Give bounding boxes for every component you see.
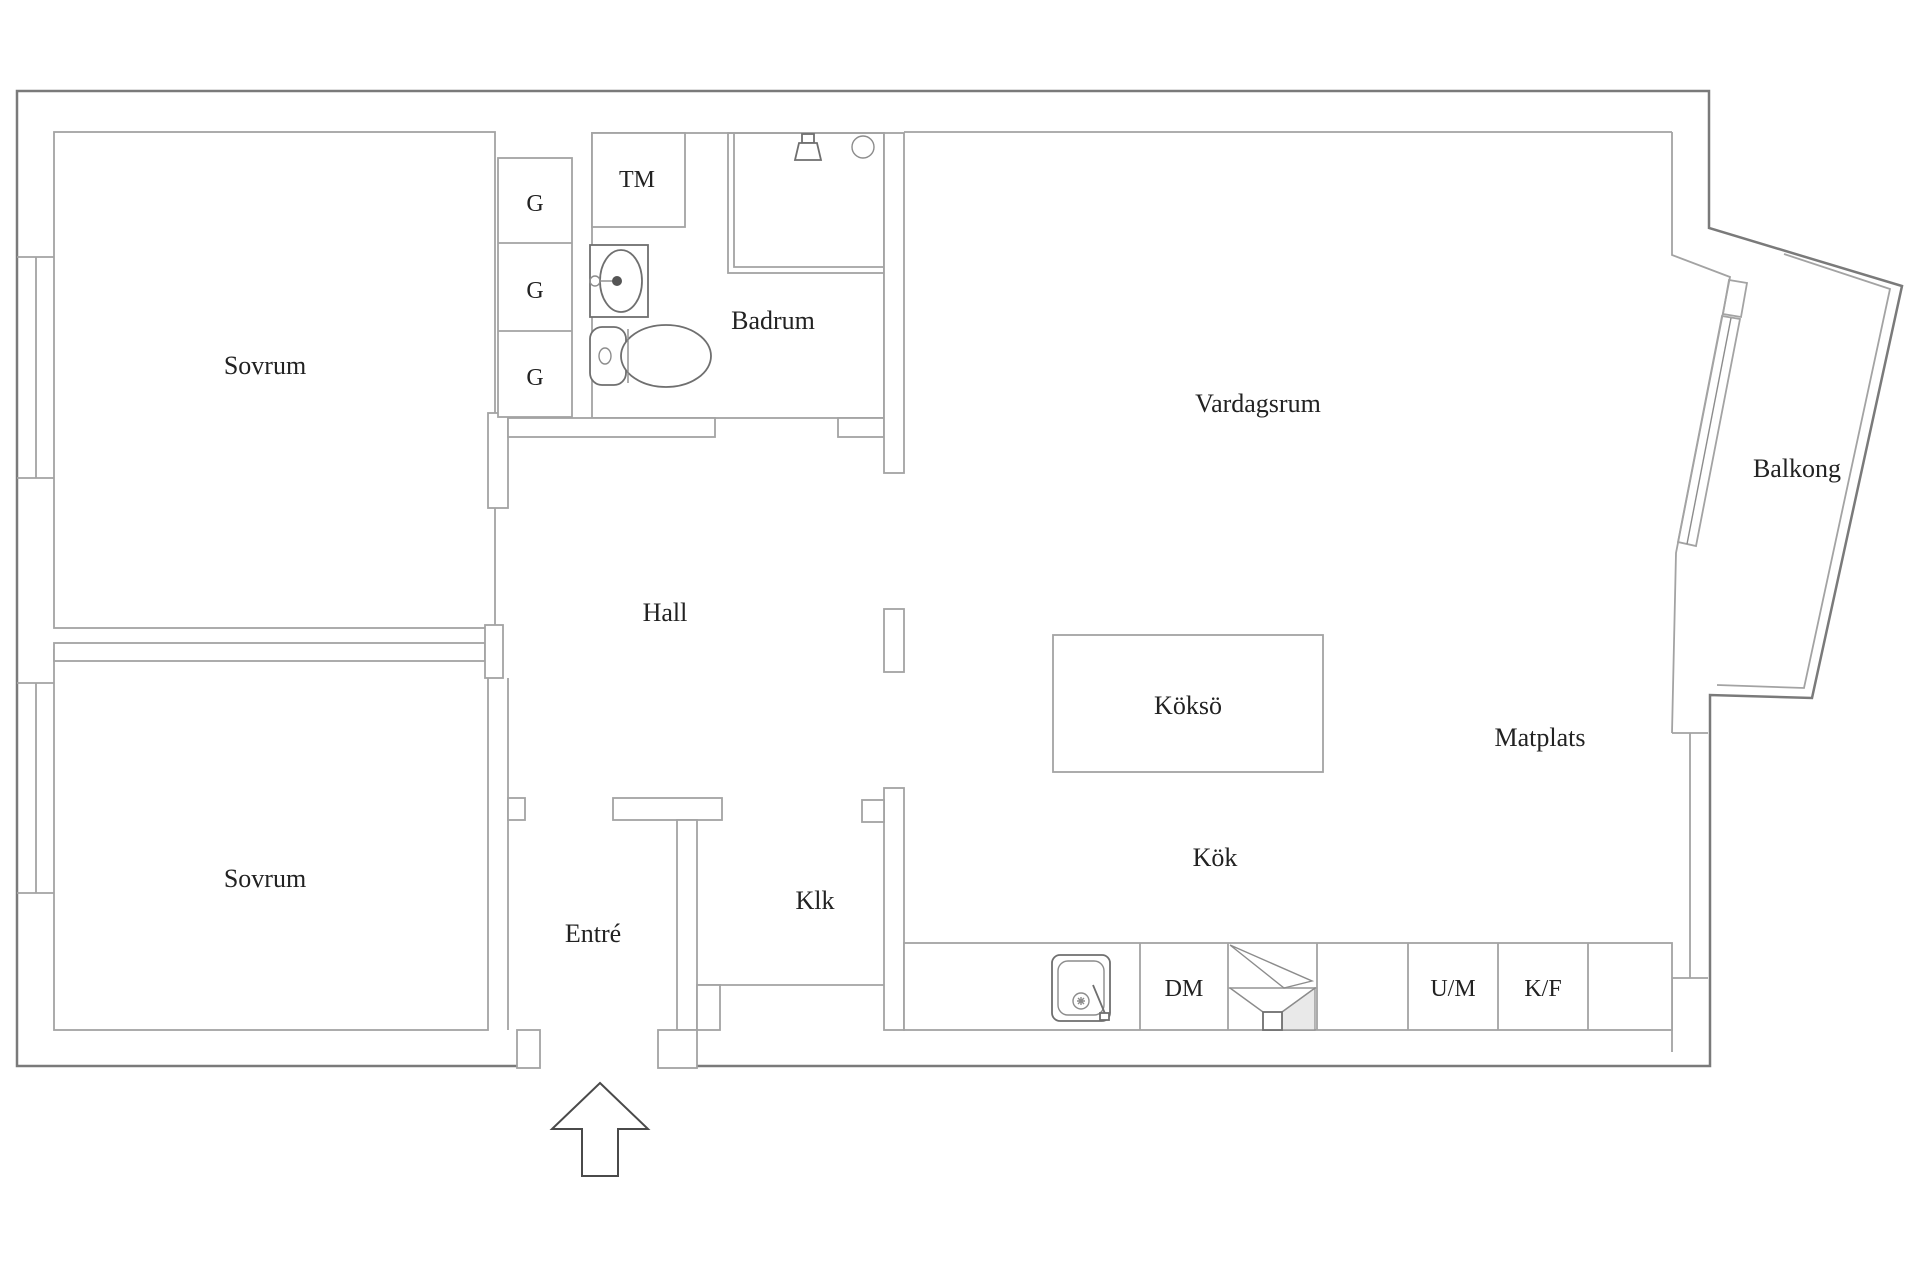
window-bedroom-2 <box>17 682 54 894</box>
bedroom-1-door-jamb-wall <box>487 412 509 509</box>
label-sovrum-2: Sovrum <box>224 864 306 893</box>
entre-klk-stem-wall <box>676 819 698 1031</box>
stove-icon <box>1228 944 1317 1031</box>
label-sovrum-1: Sovrum <box>224 351 306 380</box>
label-wardrobe-1: G <box>526 191 543 217</box>
balcony-door-window <box>1676 278 1749 548</box>
entre-west-door-jamb <box>507 797 526 821</box>
window-matplats <box>1672 732 1708 979</box>
kitchen-island <box>1052 634 1324 773</box>
bathroom-south-wall-left <box>507 417 716 438</box>
shower-head-icon <box>793 133 823 161</box>
bathroom-east-shaft-wall <box>883 132 905 474</box>
bedroom-divider-wall <box>53 642 486 662</box>
wardrobe-column <box>497 157 573 418</box>
outer-wall <box>15 89 1904 1068</box>
bathroom-sink-icon <box>589 244 649 318</box>
living-room-east-wall <box>1671 132 1732 1052</box>
shower-drain-icon <box>851 135 875 159</box>
balcony-railing-inner <box>1716 253 1892 689</box>
label-badrum: Badrum <box>731 306 815 335</box>
bedroom-divider-jamb <box>484 624 504 679</box>
entrance-jamb-right <box>657 1029 698 1069</box>
kitchen-sink-icon <box>1051 954 1111 1022</box>
label-um: U/M <box>1430 976 1475 1002</box>
label-hall: Hall <box>643 598 688 627</box>
label-vardagsrum: Vardagsrum <box>1195 389 1321 418</box>
window-bedroom-1 <box>17 256 54 479</box>
label-wardrobe-3: G <box>526 365 543 391</box>
entrance-arrow-icon <box>549 1081 651 1177</box>
klk-north-door-jamb <box>861 799 885 823</box>
hall-east-wall-stub <box>883 608 905 673</box>
label-kokso: Köksö <box>1154 691 1222 720</box>
entrance-jamb-left <box>516 1029 541 1069</box>
bedroom-1-floor <box>53 131 496 629</box>
bedroom-2-floor <box>53 649 489 1031</box>
bathroom-south-wall-right <box>837 417 885 438</box>
label-matplats: Matplats <box>1495 723 1586 752</box>
label-kf: K/F <box>1524 976 1561 1002</box>
entre-klk-top-bar-wall <box>612 797 723 821</box>
label-kok: Kök <box>1193 843 1238 872</box>
klk-south-wall-chunk <box>696 984 721 1031</box>
label-wardrobe-2: G <box>526 278 543 304</box>
label-balkong: Balkong <box>1753 454 1841 483</box>
washing-machine-box <box>591 132 686 228</box>
label-entre: Entré <box>565 919 621 948</box>
toilet-icon <box>589 324 712 388</box>
label-dm: DM <box>1165 976 1204 1002</box>
klk-east-wall <box>883 787 905 1031</box>
label-tm: TM <box>619 167 655 193</box>
label-klk: Klk <box>796 886 835 915</box>
